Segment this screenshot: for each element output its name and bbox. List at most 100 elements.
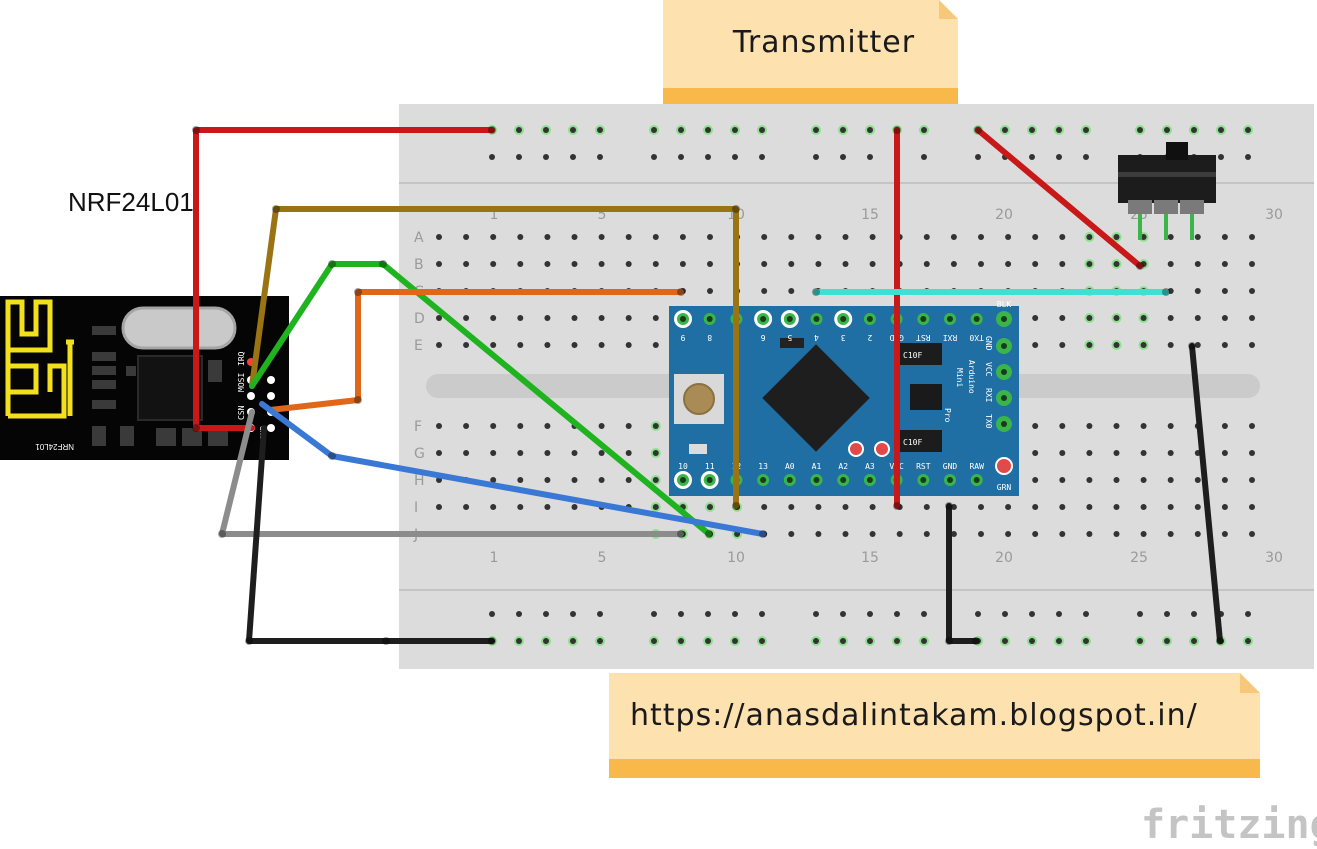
rail-hole-center [894,611,900,617]
arduino-pin-hole [1001,369,1007,375]
breadboard-hole-center [571,315,578,321]
cap-label-1: C10F [903,351,922,360]
switch-knob[interactable] [1166,142,1188,160]
rail-hole-center [570,127,576,133]
rail-hole-center [597,154,603,160]
wire-brown[interactable] [249,206,739,509]
breadboard-hole-center [1059,450,1066,456]
slide-switch[interactable] [1118,142,1216,240]
breadboard-hole-center [652,504,659,510]
breadboard-hole-center [1059,477,1066,483]
wire-endpoint[interactable] [677,288,685,296]
breadboard-hole-center [490,423,497,429]
column-number: 20 [995,550,1013,566]
wire-red-vcc[interactable] [193,127,495,431]
breadboard-hole-center [598,261,605,267]
wire-endpoint[interactable] [1188,342,1196,350]
wire-endpoint[interactable] [272,205,280,213]
wire-endpoint[interactable] [382,637,390,645]
breadboard-hole-center [463,234,470,240]
breadboard-hole-center [1194,288,1201,294]
arduino-bottom-pin-label: A2 [838,462,848,471]
wire-endpoint[interactable] [1216,637,1224,645]
wire-red-switch[interactable] [975,127,1143,269]
rail-hole-center [1029,154,1035,160]
column-number: 5 [598,550,607,566]
rail-hole-center [1191,611,1197,617]
wire-black-switch[interactable] [1189,343,1223,644]
wire-endpoint[interactable] [972,637,980,645]
wire-endpoints [192,126,1224,645]
wire-orange[interactable] [267,289,684,413]
wire-endpoint[interactable] [759,530,767,538]
breadboard-hole-center [544,504,551,510]
url-note[interactable]: https://anasdalintakam.blogspot.in/ [609,673,1260,778]
wire-endpoint[interactable] [945,502,953,510]
wire-gray[interactable] [219,409,684,537]
wire-endpoint[interactable] [705,530,713,538]
module-pin-label: IRQ [237,351,246,366]
breadboard-hole-center [436,234,442,240]
breadboard-hole-center [950,234,957,240]
breadboard-hole-center [490,342,497,348]
transmitter-note[interactable]: Transmitter [663,0,958,107]
breadboard-hole-center [1194,504,1201,510]
wire-endpoint[interactable] [974,126,982,134]
rail-hole-center [543,611,549,617]
rail-hole-center [1137,638,1143,644]
arduino-side-pin[interactable] [995,457,1013,475]
arduino-pin-hole [920,316,927,322]
arduino-top-pin-label: RXI [943,333,958,342]
wire-endpoint[interactable] [893,502,901,510]
wire-endpoint[interactable] [354,288,362,296]
wire-endpoint[interactable] [218,530,226,538]
wire-endpoint[interactable] [812,288,820,296]
wire-endpoint[interactable] [192,424,200,432]
wire-green[interactable] [249,261,712,537]
wire-endpoint[interactable] [245,637,253,645]
breadboard-hole-center [1005,531,1012,537]
wire-endpoint[interactable] [732,502,740,510]
breadboard-hole-center [490,234,497,240]
wire-endpoint[interactable] [677,530,685,538]
breadboard-hole-center [1086,342,1093,348]
rail-hole-center [1191,638,1197,644]
breadboard-hole-center [436,423,442,429]
breadboard-hole-center [1032,315,1039,321]
arduino-pin-headers [674,310,1013,489]
wire-endpoint[interactable] [732,205,740,213]
arduino-bottom-pin-label: RAW [969,462,984,471]
wire-endpoint[interactable] [379,260,387,268]
reset-button-cap[interactable] [683,383,715,415]
wire-black-gnd[interactable] [246,425,495,644]
breadboard-hole-center [1059,504,1066,510]
column-number: 10 [727,550,745,566]
wire-endpoint[interactable] [1136,262,1144,270]
breadboard-hole-center [679,234,686,240]
arduino-pin-hole [947,316,953,322]
breadboard-hole-center [923,234,930,240]
wire-endpoint[interactable] [945,637,953,645]
rail-hole-center [921,611,927,617]
arduino-pin-hole [973,316,980,322]
rail-hole-center [732,611,738,617]
breadboard-hole-center [544,234,551,240]
breadboard-hole-center [652,423,659,429]
breadboard-hole-center [1059,315,1066,321]
wire-blue[interactable] [259,401,766,537]
wire-endpoint[interactable] [192,126,200,134]
arduino-pro-mini[interactable]: C10F C10F Arduino Mini Pro 9108117126135… [669,300,1019,496]
breadboard-hole-center [1086,261,1093,267]
wire-endpoint[interactable] [328,452,336,460]
wire-endpoint[interactable] [488,126,496,134]
column-number: 5 [598,207,607,223]
wire-black-arduino-gnd[interactable] [946,503,979,644]
wire-endpoint[interactable] [893,126,901,134]
breadboard-hole-center [1167,531,1174,537]
svg-text:Arduino: Arduino [967,360,976,394]
wire-endpoint[interactable] [328,260,336,268]
wire-endpoint[interactable] [488,637,496,645]
wire-endpoint[interactable] [354,396,362,404]
wire-endpoint[interactable] [1162,288,1170,296]
